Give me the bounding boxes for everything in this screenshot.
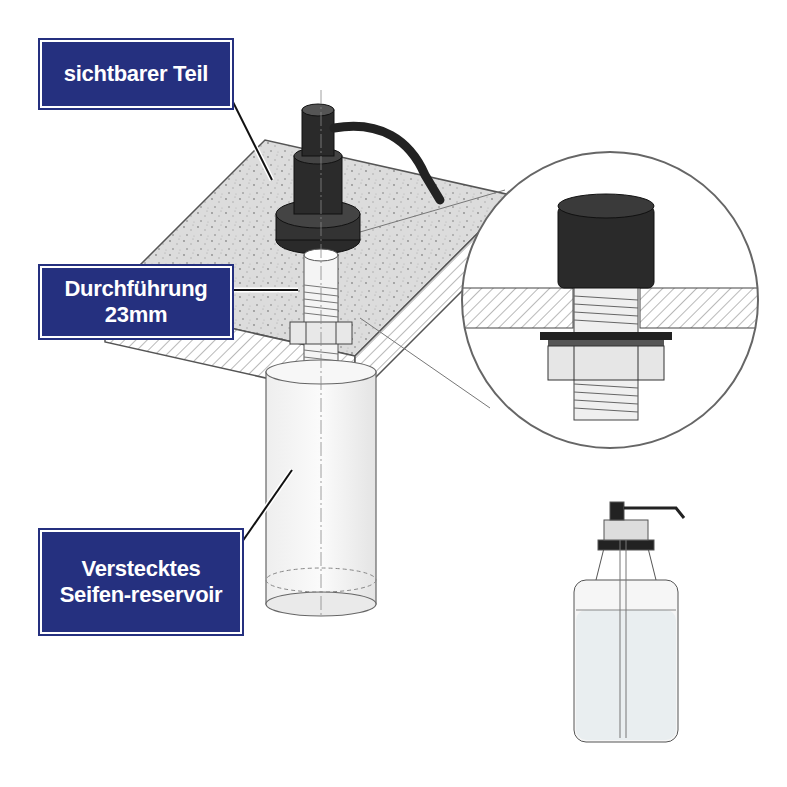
label-box: Verstecktes Seifen-reservoir <box>40 530 242 634</box>
label-text: sichtbarer Teil <box>64 61 208 87</box>
bottle-section <box>574 502 684 742</box>
detail-callout <box>455 152 770 448</box>
leader-lines <box>232 100 298 542</box>
label-box: Durchführung 23mm <box>40 266 232 338</box>
label-text: Verstecktes Seifen-reservoir <box>56 556 226 608</box>
label-box: sichtbarer Teil <box>40 40 232 108</box>
soap-bottle <box>266 90 376 616</box>
label-text: Durchführung 23mm <box>56 276 216 328</box>
pump-head <box>276 104 440 254</box>
